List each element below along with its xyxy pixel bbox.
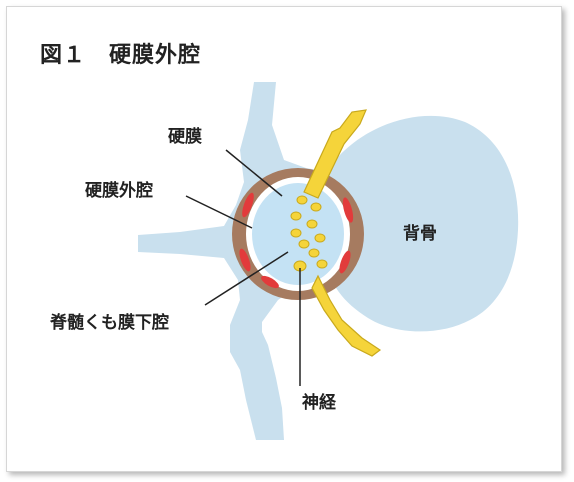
rootlet (317, 260, 327, 268)
rootlet (291, 212, 301, 220)
rootlet (309, 249, 319, 257)
rootlet (315, 234, 325, 242)
rootlet (307, 220, 317, 228)
rootlet (297, 196, 307, 204)
rootlet (299, 240, 309, 248)
label-nerve: 神経 (302, 392, 337, 413)
rootlet (291, 229, 301, 237)
rootlet (311, 203, 321, 211)
label-vertebral-body: 背骨 (403, 223, 437, 244)
dural-sac (232, 168, 364, 300)
label-subarachnoid-space: 脊髄くも膜下腔 (49, 312, 169, 333)
label-dura: 硬膜 (168, 126, 202, 147)
label-epidural-space: 硬膜外腔 (85, 180, 153, 201)
